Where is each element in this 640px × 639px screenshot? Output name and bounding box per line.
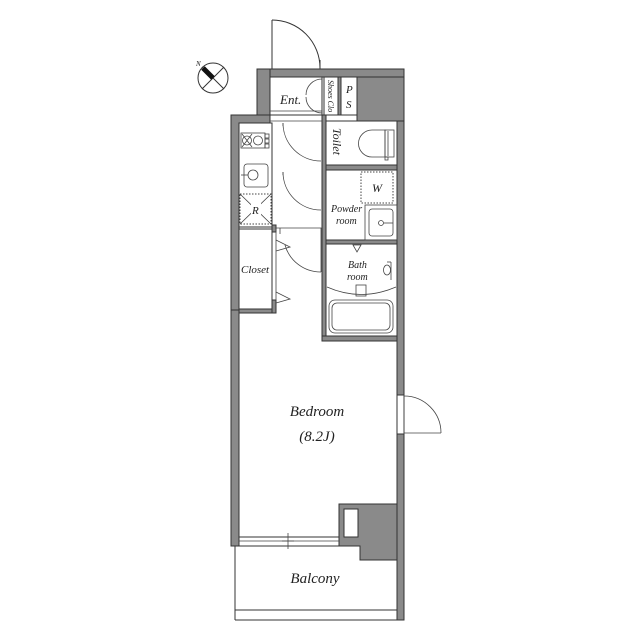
kitchen-counter: R [238,122,273,228]
meter-box [343,508,359,538]
powder-room-label-1: Powder [330,204,362,215]
powder-room-label-2: room [336,216,357,227]
bedroom-door [276,227,322,273]
shower-icon [383,261,392,280]
entry-door [271,19,321,69]
ps-label-p: P [345,84,353,96]
compass-north-label: N [195,60,201,68]
refrigerator-icon: R [239,193,272,225]
stove-icon [240,132,270,149]
bath-room-label-2: room [347,272,368,283]
side-window [396,394,442,435]
bedroom-label: Bedroom [290,404,345,420]
outer-walls [230,68,405,621]
bedroom-size-label: (8.2J) [299,429,334,445]
bedroom [239,313,397,537]
toilet-door [282,122,322,162]
sliding-window [239,533,339,549]
bath-room [325,243,398,337]
ps-label-s: S [346,99,352,111]
shoes-closet [323,76,339,116]
entrance-label: Ent. [279,92,301,107]
wash-basin-icon [368,208,394,237]
compass-icon: N [195,60,229,94]
shoes-closet-label: Shoes Clo [326,80,335,112]
closet [238,228,273,310]
refrigerator-label: R [251,205,259,217]
toilet-icon [358,129,395,161]
toilet-label: Toilet [330,128,344,156]
bath-room-label-1: Bath [348,260,367,271]
washer-space [360,171,394,204]
kitchen-sink-icon [241,163,269,188]
balcony [234,546,397,621]
entrance-area [269,76,323,116]
bathtub-icon [328,299,394,334]
washer-label: W [372,181,383,195]
powder-room-door [282,171,322,211]
balcony-label: Balcony [290,571,339,587]
closet-label: Closet [241,264,270,276]
pipe-space [340,76,358,116]
